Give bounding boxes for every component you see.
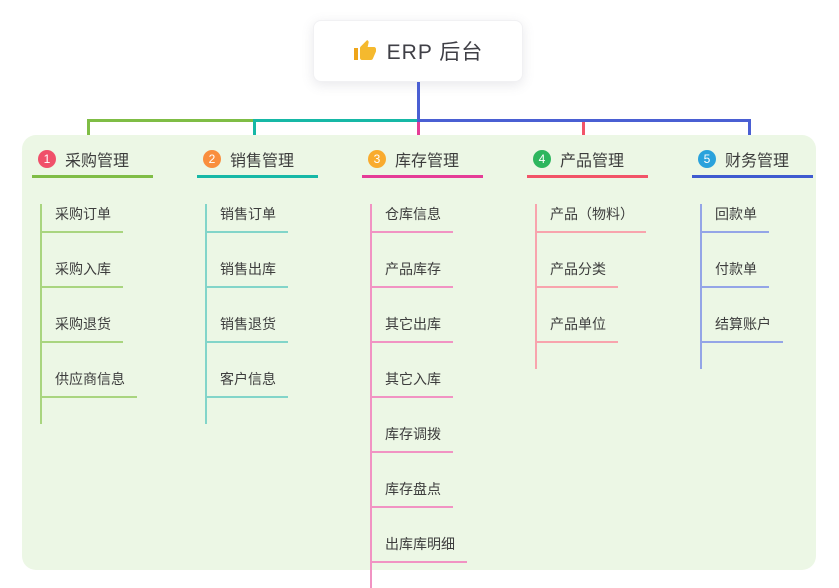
branch-finance: 5 财务管理 回款单 付款单 结算账户 [692, 146, 839, 369]
thumbs-up-icon [353, 40, 376, 60]
node-stock-taking[interactable]: 库存盘点 [370, 479, 453, 508]
branch-purchase: 1 采购管理 采购订单 采购入库 采购退货 供应商信息 [32, 146, 192, 424]
branch-title-inventory[interactable]: 3 库存管理 [362, 146, 483, 178]
root-label: ERP 后台 [386, 41, 484, 64]
node-customer-info[interactable]: 客户信息 [205, 369, 288, 398]
branch-product: 4 产品管理 产品（物料） 产品分类 产品单位 [527, 146, 687, 369]
node-product-unit[interactable]: 产品单位 [535, 314, 618, 343]
node-purchase-return[interactable]: 采购退货 [40, 314, 123, 343]
node-settlement-account[interactable]: 结算账户 [700, 314, 783, 343]
branch-title-finance[interactable]: 5 财务管理 [692, 146, 813, 178]
connector-trunk-green [87, 119, 253, 122]
node-payment-bill[interactable]: 付款单 [700, 259, 769, 288]
node-other-inbound[interactable]: 其它入库 [370, 369, 453, 398]
branch-child-line [370, 204, 372, 588]
badge-1: 1 [38, 150, 56, 168]
branch-label: 产品管理 [560, 153, 625, 170]
node-product-stock[interactable]: 产品库存 [370, 259, 453, 288]
branch-title-purchase[interactable]: 1 采购管理 [32, 146, 153, 178]
connector-drop-product [582, 122, 585, 147]
connector-drop-finance [748, 119, 751, 147]
node-product-category[interactable]: 产品分类 [535, 259, 618, 288]
badge-4: 4 [533, 150, 551, 168]
node-sales-outbound[interactable]: 销售出库 [205, 259, 288, 288]
branch-title-sales[interactable]: 2 销售管理 [197, 146, 318, 178]
node-sales-order[interactable]: 销售订单 [205, 204, 288, 233]
node-stock-transfer[interactable]: 库存调拨 [370, 424, 453, 453]
node-supplier-info[interactable]: 供应商信息 [40, 369, 137, 398]
badge-3: 3 [368, 150, 386, 168]
mindmap-panel: 1 采购管理 采购订单 采购入库 采购退货 供应商信息 2 销售管理 销售订单 … [22, 135, 816, 588]
badge-2: 2 [203, 150, 221, 168]
root-node[interactable]: ERP 后台 [313, 20, 523, 82]
branch-title-product[interactable]: 4 产品管理 [527, 146, 648, 178]
branch-label: 库存管理 [395, 153, 460, 170]
branch-label: 销售管理 [230, 153, 295, 170]
node-receipt-bill[interactable]: 回款单 [700, 204, 769, 233]
branch-label: 采购管理 [65, 153, 130, 170]
connector-trunk-blue [417, 119, 751, 122]
node-product-material[interactable]: 产品（物料） [535, 204, 646, 233]
connector-drop-purchase [87, 119, 90, 147]
branch-child-line [205, 204, 207, 424]
branch-child-line [40, 204, 42, 424]
node-warehouse-info[interactable]: 仓库信息 [370, 204, 453, 233]
branch-inventory: 3 库存管理 仓库信息 产品库存 其它出库 其它入库 库存调拨 库存盘点 出库库… [362, 146, 522, 588]
connector-root-drop [417, 82, 420, 119]
connector-trunk-teal [253, 119, 417, 122]
connector-drop-inventory [417, 122, 420, 147]
branch-child-line [535, 204, 537, 369]
branch-label: 财务管理 [725, 153, 790, 170]
node-sales-return[interactable]: 销售退货 [205, 314, 288, 343]
node-purchase-order[interactable]: 采购订单 [40, 204, 123, 233]
node-purchase-inbound[interactable]: 采购入库 [40, 259, 123, 288]
node-outbound-detail[interactable]: 出库库明细 [370, 534, 467, 563]
branch-sales: 2 销售管理 销售订单 销售出库 销售退货 客户信息 [197, 146, 357, 424]
badge-5: 5 [698, 150, 716, 168]
branch-child-line [700, 204, 702, 369]
connector-drop-sales [253, 119, 256, 147]
node-other-outbound[interactable]: 其它出库 [370, 314, 453, 343]
